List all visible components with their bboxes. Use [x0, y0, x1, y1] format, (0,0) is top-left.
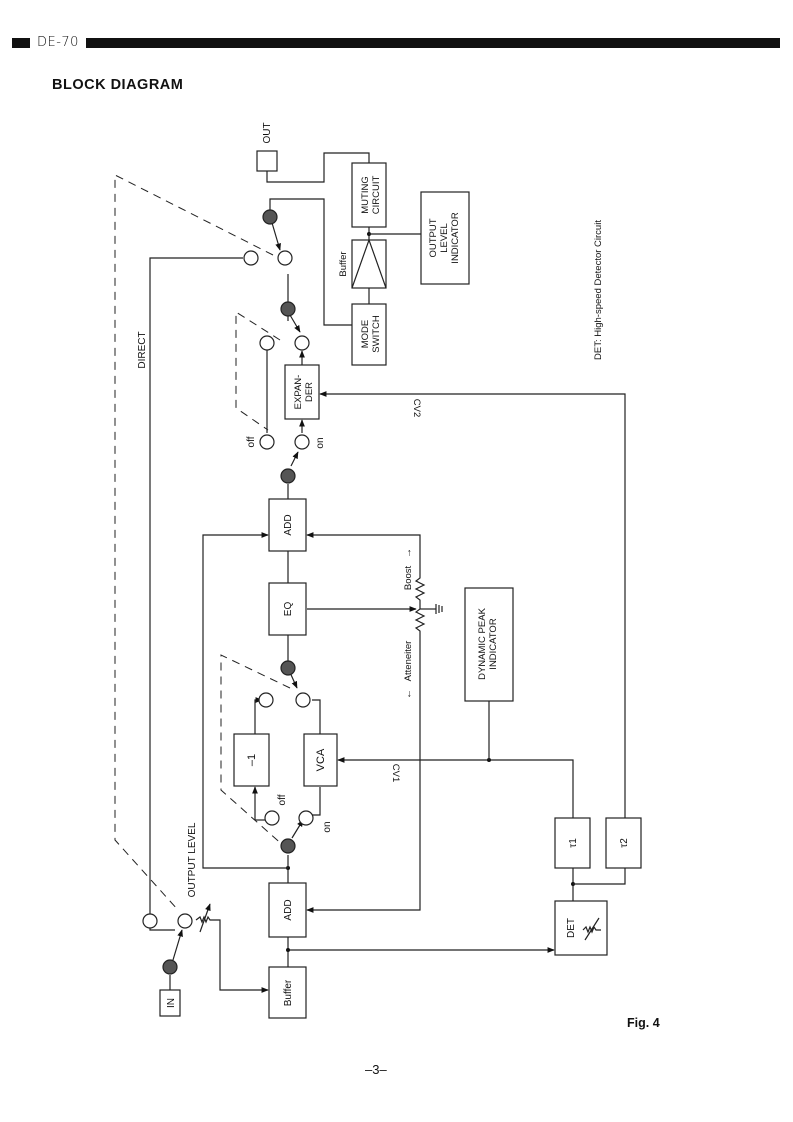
oli-label-1: OUTPUT [428, 218, 439, 257]
buffer-in-label: Buffer [283, 979, 294, 1006]
variable-resistor-icon [582, 917, 601, 941]
add-2-label: ADD [283, 514, 294, 535]
expander-label-1: EXPAN- [293, 375, 304, 410]
cv2-label: CV2 [411, 399, 422, 417]
direct-label: DIRECT [137, 331, 148, 368]
det-block: DET [554, 900, 608, 956]
ground-icon [435, 604, 443, 614]
tau1-label: τ1 [568, 838, 579, 848]
det-label: DET [566, 918, 577, 938]
mode-switch-label-1: MODE [360, 320, 371, 349]
mode-switch-block: MODE SWITCH [351, 303, 387, 366]
eq-block: EQ [268, 582, 307, 636]
header-bar: DE-70 [12, 35, 780, 51]
header-rule-left [12, 38, 30, 48]
det-note: DET: High-speed Detector Circuit [593, 220, 604, 360]
buffer-out-label: Buffer [338, 251, 349, 276]
expander-label-2: DER [304, 382, 315, 402]
off-label-1: off [277, 794, 288, 805]
out-label: OUT [262, 122, 273, 143]
buffer-in-block: Buffer [268, 966, 307, 1019]
dynamic-peak-indicator-block: DYNAMIC PEAK INDICATOR [464, 587, 514, 702]
switch-pivot-expander-out [280, 301, 296, 317]
muting-circuit-block: MUTING CIRCUIT [351, 162, 387, 228]
in-block: IN [159, 989, 181, 1017]
tau2-label: τ2 [619, 838, 630, 848]
model-name: DE-70 [34, 35, 82, 51]
figure-label: Fig. 4 [627, 1016, 660, 1030]
out-block: OUT [256, 122, 278, 172]
switch-pivot-vca-out [280, 660, 296, 676]
cv1-label: CV1 [390, 764, 401, 782]
attenuator-arrow: ← [403, 689, 414, 699]
add-1-label: ADD [283, 899, 294, 920]
mode-switch-label-2: SWITCH [371, 315, 382, 353]
in-label: IN [166, 998, 177, 1008]
expander-block: EXPAN- DER [284, 364, 320, 420]
boost-arrow: → [403, 548, 414, 558]
output-level-indicator-block: OUTPUT LEVEL INDICATOR [420, 191, 470, 285]
tau2-block: τ2 [605, 817, 642, 869]
switch-pivot-vca-in [280, 838, 296, 854]
switch-pivot-expander-in [280, 468, 296, 484]
switch-pivot-direct [262, 209, 278, 225]
vca-label: VCA [315, 748, 327, 771]
tau1-block: τ1 [554, 817, 591, 869]
muting-label-2: CIRCUIT [371, 176, 382, 215]
gang-line-direct [114, 174, 274, 911]
header-rule-right [86, 38, 780, 48]
invert-block: –1 [233, 733, 270, 787]
boost-label: Boost [403, 565, 414, 590]
add-block-1: ADD [268, 882, 307, 938]
buffer-out-block: Buffer [338, 238, 387, 289]
switch-pivot-input [162, 959, 178, 975]
on-label-1: on [322, 821, 333, 832]
dpi-label-1: DYNAMIC PEAK [477, 607, 488, 679]
attenuator-label: Atteneiter [403, 641, 414, 682]
add-block-2: ADD [268, 498, 307, 552]
section-title: BLOCK DIAGRAM [52, 77, 184, 93]
dpi-label-2: INDICATOR [488, 618, 499, 670]
page-number: –3– [365, 1062, 387, 1077]
on-label-2: on [315, 437, 326, 448]
output-level-label: OUTPUT LEVEL [187, 822, 198, 897]
off-label-2: off [246, 436, 257, 447]
invert-label: –1 [246, 754, 258, 766]
vca-block: VCA [303, 733, 338, 787]
muting-label-1: MUTING [360, 176, 371, 213]
oli-label-3: INDICATOR [450, 212, 461, 264]
eq-label: EQ [283, 602, 294, 617]
oli-label-2: LEVEL [439, 223, 450, 253]
